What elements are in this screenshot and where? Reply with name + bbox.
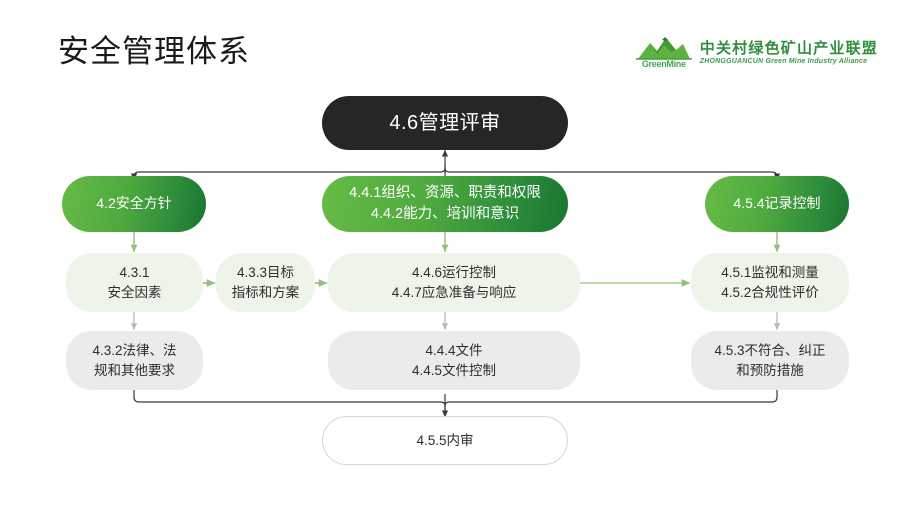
node-safety-policy[interactable]: 4.2安全方针 (62, 176, 206, 232)
node-record-control[interactable]: 4.5.4记录控制 (705, 176, 849, 232)
logo-text-block: 中关村绿色矿山产业联盟 ZHONGGUANCUN Green Mine Indu… (700, 40, 878, 66)
logo-chinese-name: 中关村绿色矿山产业联盟 (699, 39, 878, 57)
page-title: 安全管理体系 (58, 34, 250, 69)
node-legal-requirements[interactable]: 4.3.2法律、法 规和其他要求 (66, 331, 203, 390)
node-internal-audit[interactable]: 4.5.5内审 (322, 416, 568, 465)
node-documents-control[interactable]: 4.4.4文件 4.4.5文件控制 (328, 331, 580, 390)
node-safety-factors[interactable]: 4.3.1 安全因素 (66, 253, 203, 312)
alliance-logo: GreenMine 中关村绿色矿山产业联盟 ZHONGGUANCUN Green… (634, 36, 878, 69)
node-objectives-targets[interactable]: 4.3.3目标 指标和方案 (216, 253, 315, 312)
node-management-review[interactable]: 4.6管理评审 (322, 96, 568, 150)
greenmine-wordmark: GreenMine (641, 59, 686, 69)
greenmine-mountain-icon: GreenMine (634, 36, 694, 69)
node-nonconformity-corrective[interactable]: 4.5.3不符合、纠正 和预防措施 (691, 331, 849, 390)
node-monitoring-measurement[interactable]: 4.5.1监视和测量 4.5.2合规性评价 (691, 253, 849, 312)
node-operational-control[interactable]: 4.4.6运行控制 4.4.7应急准备与响应 (328, 253, 580, 312)
logo-english-name: ZHONGGUANCUN Green Mine Industry Allianc… (699, 57, 868, 65)
connector-columns-to-audit (133, 390, 778, 418)
node-organization-resources[interactable]: 4.4.1组织、资源、职责和权限 4.4.2能力、培训和意识 (322, 176, 568, 232)
